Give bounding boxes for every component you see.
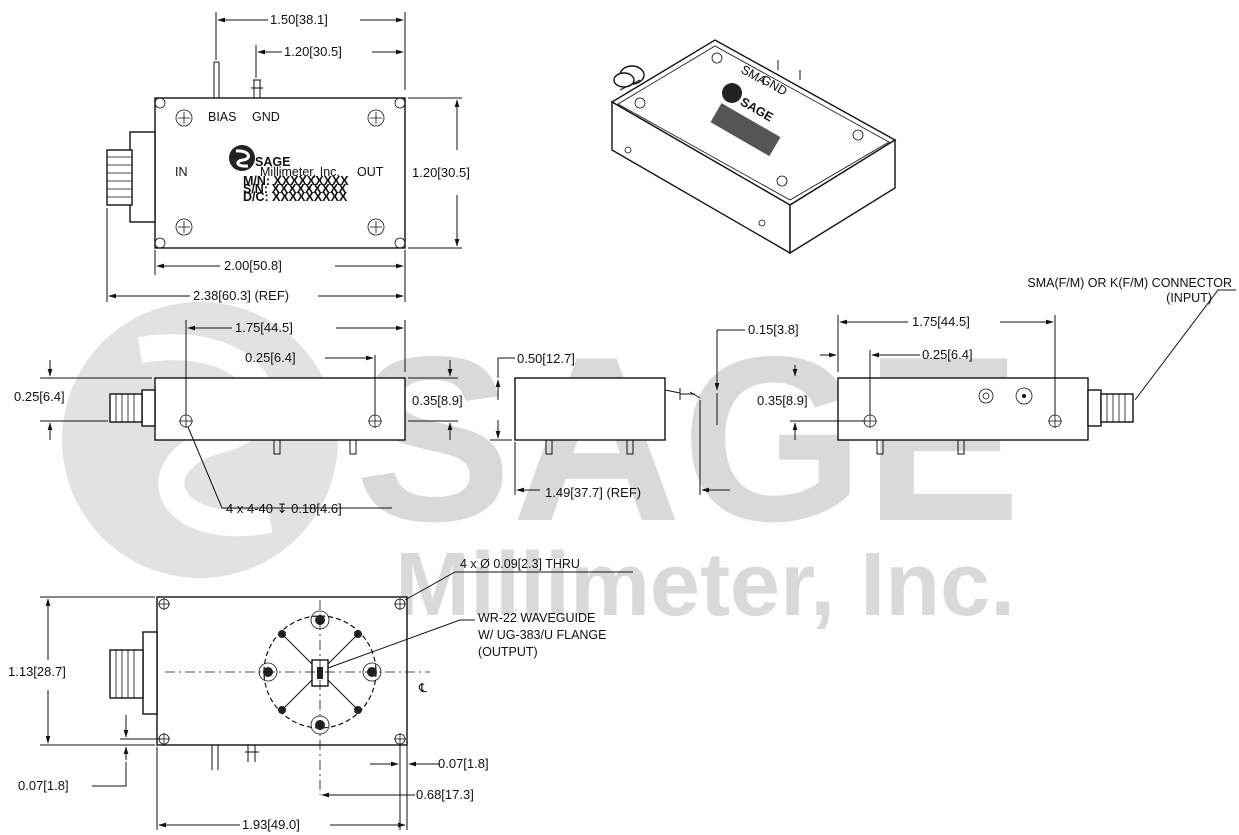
dim-bottom-offset: 0.07[1.8] xyxy=(18,778,69,793)
isometric-view: SMA GND SAGE xyxy=(610,39,897,255)
dim-side-left-height: 0.25[6.4] xyxy=(14,389,65,404)
sage-logo: SAGE Millimeter, Inc. M/N: XXXXXXXXX S/N… xyxy=(229,145,349,204)
dim-right-hole-span: 1.75[44.5] xyxy=(912,314,970,329)
connector-callout-line2: (INPUT) xyxy=(1166,291,1212,305)
watermark-text-millimeter: Millimeter, Inc. xyxy=(395,535,1015,635)
dim-end-height: 0.50[12.7] xyxy=(517,351,575,366)
dim-side-hole-offset: 0.25[6.4] xyxy=(245,350,296,365)
iso-logo: SAGE xyxy=(710,83,781,157)
centerline-symbol: ℄ xyxy=(418,681,428,695)
dim-side-hole-span: 1.75[44.5] xyxy=(235,320,293,335)
dim-side-right-height: 0.35[8.9] xyxy=(412,393,463,408)
gnd-label: GND xyxy=(252,110,280,124)
in-label: IN xyxy=(175,165,188,179)
iso-connector xyxy=(613,65,645,91)
waveguide-callout-line1: WR-22 WAVEGUIDE xyxy=(478,611,595,625)
end-view: 0.50[12.7] 0.15[3.8] 1.49[37.7] (REF) xyxy=(490,322,799,500)
dim-end-pin: 0.15[3.8] xyxy=(748,322,799,337)
logo-sn: S/N: XXXXXXXXX xyxy=(243,182,347,196)
logo-sub: Millimeter, Inc. xyxy=(260,165,340,179)
bias-label: BIAS xyxy=(208,110,237,124)
dim-height: 1.20[30.5] xyxy=(412,165,470,180)
dim-right-left-height: 0.35[8.9] xyxy=(757,393,808,408)
connector-callout-line1: SMA(F/M) OR K(F/M) CONNECTOR xyxy=(1027,276,1232,290)
top-view: BIAS GND IN OUT SAGE Millimeter, Inc. M/… xyxy=(106,12,470,303)
dim-right-hole-offset: 0.25[6.4] xyxy=(922,347,973,362)
dim-body-width: 2.00[50.8] xyxy=(224,258,282,273)
dim-bottom-width: 1.93[49.0] xyxy=(242,817,300,832)
right-side-view: 1.75[44.5] 0.25[6.4] 0.35[8.9] SMA(F/M) … xyxy=(757,276,1236,455)
logo-name: SAGE xyxy=(255,155,290,169)
dim-end-overall: 1.49[37.7] (REF) xyxy=(545,485,641,500)
logo-dc: D/C: XXXXXXXXX xyxy=(243,190,348,204)
waveguide-callout-line3: (OUTPUT) xyxy=(478,645,538,659)
dim-gnd-span: 1.20[30.5] xyxy=(284,44,342,59)
tap-callout: 4 x 4-40 ↧ 0.18[4.6] xyxy=(226,501,342,516)
waveguide-callout-line2: W/ UG-383/U FLANGE xyxy=(478,628,607,642)
dim-flange-offset: 0.68[17.3] xyxy=(416,787,474,802)
logo-mn: M/N: XXXXXXXXX xyxy=(243,174,349,188)
dim-overall-width: 2.38[60.3] (REF) xyxy=(193,288,289,303)
out-label: OUT xyxy=(357,165,384,179)
dim-right-offset: 0.07[1.8] xyxy=(438,756,489,771)
dim-bias-span: 1.50[38.1] xyxy=(270,12,328,27)
dim-bottom-height: 1.13[28.7] xyxy=(8,664,66,679)
side-view: 1.75[44.5] 0.25[6.4] 0.25[6.4] 0.35[8.9]… xyxy=(14,320,463,516)
holes-callout: 4 x Ø 0.09[2.3] THRU xyxy=(460,557,580,571)
bottom-view: ℄ 4 x Ø 0.09[2.3] THRU WR-22 WAVEGUIDE W… xyxy=(8,557,633,832)
